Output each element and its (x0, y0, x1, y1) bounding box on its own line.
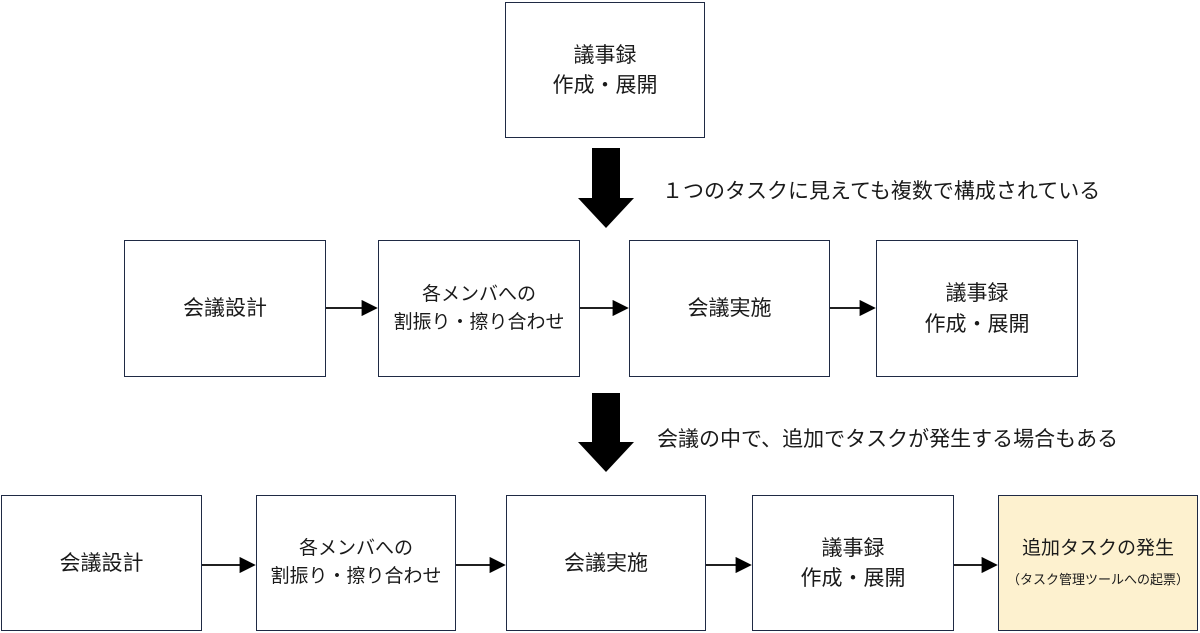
box-label: 会議実施 (564, 550, 648, 575)
box-label: 各メンバへの (421, 282, 536, 305)
note-additional-tasks: 会議の中で、追加でタスクが発生する場合もある (657, 427, 1119, 451)
task-box-minutes-top: 議事録 作成・展開 (505, 2, 705, 138)
box-label: 割振り・擦り合わせ (393, 310, 565, 333)
task-box-meeting-design: 会議設計 (1, 495, 202, 631)
task-box-minutes: 議事録 作成・展開 (752, 495, 954, 631)
box-label: 作成・展開 (552, 73, 658, 97)
box-label: 議事録 (821, 535, 885, 560)
task-box-meeting-execution: 会議実施 (629, 240, 830, 377)
box-label: 割振り・擦り合わせ (270, 565, 442, 587)
task-box-meeting-execution: 会議実施 (506, 495, 706, 631)
task-box-minutes: 議事録 作成・展開 (876, 240, 1078, 377)
down-arrow-icon (578, 393, 634, 472)
note-composed-tasks: １つのタスクに見えても複数で構成されている (662, 179, 1101, 203)
box-label: 会議実施 (687, 296, 772, 321)
box-label: 作成・展開 (800, 566, 906, 590)
down-arrow-icon (578, 148, 634, 228)
box-label: 作成・展開 (924, 311, 1030, 336)
task-box-additional-task: 追加タスクの発生 （タスク管理ツールへの起票） (998, 495, 1198, 631)
box-sublabel: （タスク管理ツールへの起票） (1006, 573, 1189, 589)
task-box-member-assignment: 各メンバへの 割振り・擦り合わせ (256, 495, 456, 631)
task-box-meeting-design: 会議設計 (124, 240, 326, 377)
box-label: 各メンバへの (298, 537, 413, 560)
box-label: 議事録 (945, 281, 1009, 306)
box-label: 会議設計 (183, 296, 267, 321)
box-label: 追加タスクの発生 (1021, 536, 1174, 559)
box-label: 会議設計 (59, 550, 144, 575)
box-label: 議事録 (573, 42, 637, 67)
task-box-member-assignment: 各メンバへの 割振り・擦り合わせ (378, 240, 580, 377)
